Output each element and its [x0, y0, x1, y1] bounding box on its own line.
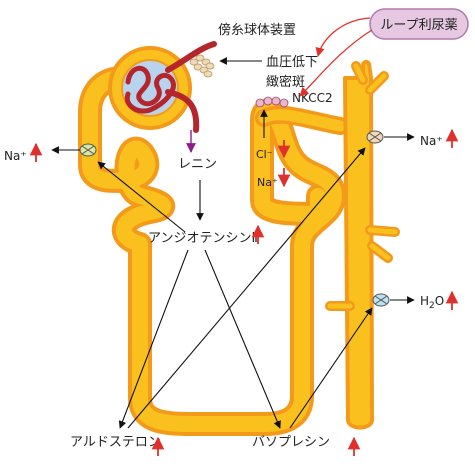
collecting-duct — [325, 59, 400, 430]
black-arrows — [51, 57, 415, 429]
arrow-angio-to-vaso — [204, 249, 281, 429]
red-arrows — [299, 17, 373, 97]
aldosterone-label: アルドステロン — [70, 435, 161, 450]
channel-icon — [366, 130, 384, 144]
jga-cells — [189, 54, 215, 78]
channel-icon — [372, 293, 390, 307]
arrow-diuretic-to-nkcc2 — [299, 29, 373, 97]
cl-label: Cl⁻ — [256, 148, 273, 161]
jga-label: 傍糸球体装置 — [218, 22, 296, 38]
arrow-angio-to-aldo — [118, 249, 189, 429]
na-right-label: Na⁺ — [420, 134, 443, 148]
h2o-label: H2O — [420, 294, 444, 311]
macula-densa-cells — [255, 96, 289, 108]
arterioles — [165, 41, 217, 133]
arrow-diuretic-to-bp — [315, 17, 371, 57]
arrow-angio-to-na-left — [97, 161, 186, 233]
macula-densa-label: 緻密斑 — [266, 74, 305, 90]
loop-diuretic-box: ループ利尿薬 — [369, 8, 469, 40]
loop-diuretic-label: ループ利尿薬 — [380, 18, 457, 33]
renin-label: レニン — [178, 157, 217, 172]
glomerulus — [108, 46, 192, 130]
vasopressin-label: バソプレシン — [252, 435, 330, 450]
bp-drop-label: 血圧低下 — [266, 55, 318, 70]
arrow-vaso-to-h2o — [289, 307, 373, 429]
nephron-tubule — [78, 66, 349, 436]
channel-icon — [79, 143, 97, 157]
na-mid-label: Na⁺ — [257, 176, 278, 189]
indicator-arrows — [29, 128, 459, 456]
nkcc2-label: NKCC2 — [292, 91, 333, 105]
na-left-label: Na⁺ — [4, 149, 27, 163]
angiotensin-label: アンジオテンシンⅡ — [148, 231, 258, 246]
arrow-aldo-to-na-right — [127, 147, 366, 429]
distal-tubule-fill — [258, 109, 346, 132]
